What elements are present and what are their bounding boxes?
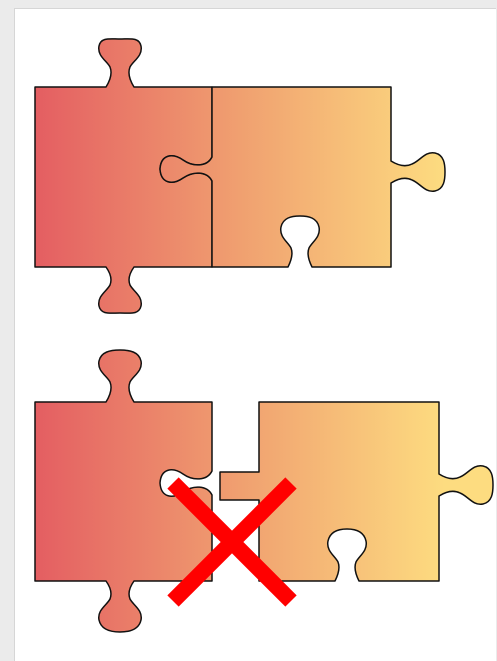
page-canvas	[14, 8, 496, 661]
bottom-left-piece	[34, 349, 213, 633]
bottom-right-piece	[219, 401, 494, 582]
puzzle-illustration	[34, 38, 494, 633]
top-right-piece	[159, 86, 446, 268]
bottom-example	[34, 349, 494, 633]
top-example	[34, 38, 446, 314]
cross-mark-icon	[167, 477, 297, 607]
